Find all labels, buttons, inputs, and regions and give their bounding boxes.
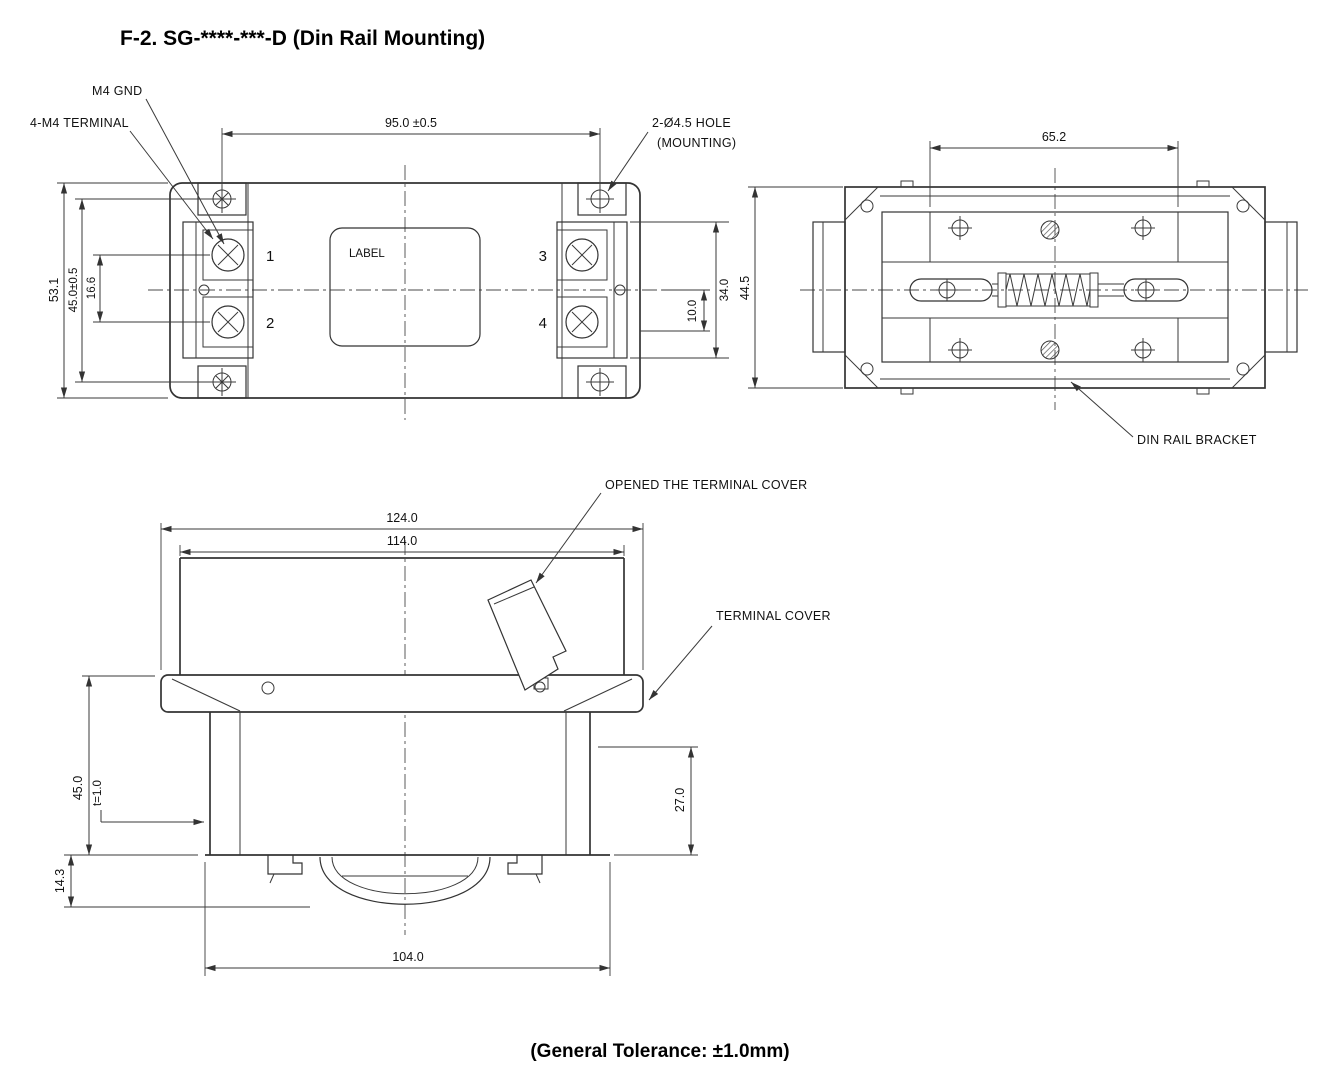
terminal-cover-label: TERMINAL COVER — [716, 609, 831, 623]
terminal-number-1: 1 — [266, 248, 274, 265]
top-view: 1 2 3 4 LABEL 95.0 ±0.5 53.1 45.0±0 — [30, 84, 736, 420]
callout-opened-cover: OPENED THE TERMINAL COVER — [535, 478, 807, 584]
terminal-screw-4 — [565, 305, 599, 339]
mounting-hole-top-right — [577, 182, 627, 216]
dim-bracket-height-44: 44.5 — [738, 186, 843, 389]
dim-27-label: 27.0 — [673, 788, 687, 812]
dim-34-label: 34.0 — [719, 279, 731, 301]
callout-din-rail-bracket: DIN RAIL BRACKET — [1070, 381, 1257, 447]
mounting-hole-bottom-right — [577, 365, 627, 399]
dim-hole-spacing-45: 45.0±0.5 — [68, 198, 212, 383]
pivot-left — [198, 284, 210, 296]
dim-45-label: 45.0±0.5 — [68, 268, 80, 313]
dim-height-45: 45.0 — [64, 675, 198, 856]
inner-frame — [881, 211, 1229, 363]
dim-14-label: 14.3 — [53, 869, 67, 893]
m4-gnd-label: M4 GND — [92, 84, 142, 98]
mounting-hole-label-line1: 2-Ø4.5 HOLE — [652, 116, 731, 130]
callout-terminal-cover: TERMINAL COVER — [648, 609, 831, 701]
dim-base-width-104: 104.0 — [204, 862, 611, 976]
terminal-screw-1 — [211, 238, 245, 272]
dim-bracket-width-65: 65.2 — [929, 130, 1179, 207]
dim-104-label: 104.0 — [392, 950, 423, 964]
mounting-hole-label-line2: (MOUNTING) — [657, 136, 736, 150]
label-plate-text: LABEL — [349, 248, 385, 260]
device-body — [169, 182, 641, 399]
dim-terminal-pitch-16: 16.6 — [86, 254, 210, 323]
din-rail-spring — [909, 272, 1189, 308]
dim-body-width-114: 114.0 — [179, 534, 625, 556]
tolerance-note: (General Tolerance: ±1.0mm) — [530, 1041, 789, 1062]
dim-124-label: 124.0 — [386, 511, 417, 525]
din-rail-bracket-label: DIN RAIL BRACKET — [1137, 433, 1257, 447]
dim-44-label: 44.5 — [738, 276, 752, 300]
callout-m4-terminal: 4-M4 TERMINAL — [30, 116, 214, 240]
rivet-top — [1040, 220, 1060, 240]
cover-hinge-left — [261, 681, 275, 695]
terminal-cover-band — [160, 674, 644, 713]
side-view: 124.0 114.0 45.0 t=1.0 14.3 — [53, 478, 831, 976]
upper-body — [179, 557, 625, 675]
bottom-view: 65.2 44.5 DIN RAIL BRACKET — [738, 130, 1308, 447]
terminal-number-2: 2 — [266, 315, 274, 332]
dim-block-height-34: 34.0 — [630, 221, 731, 359]
dim-t1-label: t=1.0 — [92, 780, 104, 806]
flange-right — [1264, 221, 1298, 353]
terminal-number-3: 3 — [539, 248, 547, 265]
callout-m4-gnd: M4 GND — [92, 84, 225, 245]
label-plate: LABEL — [329, 227, 481, 347]
cover-hinge-right — [534, 681, 546, 693]
page-title: F-2. SG-****-***-D (Din Rail Mounting) — [120, 27, 485, 50]
dim-height-53: 53.1 — [47, 182, 168, 399]
dim-65-label: 65.2 — [1042, 130, 1066, 144]
dim-10-label: 10.0 — [687, 300, 699, 322]
terminal-screw-3 — [565, 238, 599, 272]
lower-body — [205, 712, 610, 856]
dim-45-side-label: 45.0 — [71, 776, 85, 800]
terminal-block-right — [556, 221, 628, 359]
dim-cover-height-27: 27.0 — [598, 746, 698, 856]
dim-offset-10: 10.0 — [640, 289, 710, 332]
terminal-screw-2 — [211, 305, 245, 339]
opened-cover-flap — [487, 579, 567, 691]
dim-thickness-t1: t=1.0 — [92, 780, 204, 826]
dim-95-label: 95.0 ±0.5 — [385, 116, 437, 130]
dim-53-label: 53.1 — [47, 278, 61, 302]
terminal-number-4: 4 — [539, 315, 547, 332]
dim-overall-width-124: 124.0 — [160, 511, 644, 670]
din-rail-clamp — [267, 855, 543, 905]
m4-terminal-label: 4-M4 TERMINAL — [30, 116, 129, 130]
rivet-bottom — [1040, 340, 1060, 360]
dim-width-95: 95.0 ±0.5 — [221, 116, 601, 190]
flange-left — [812, 221, 846, 353]
dim-bracket-height-14: 14.3 — [53, 855, 310, 908]
spring-coil — [1005, 273, 1091, 307]
dim-114-label: 114.0 — [387, 534, 417, 548]
opened-cover-label: OPENED THE TERMINAL COVER — [605, 478, 807, 492]
pivot-right — [614, 284, 626, 296]
callout-mounting-hole: 2-Ø4.5 HOLE (MOUNTING) — [607, 116, 736, 192]
dim-16-label: 16.6 — [86, 277, 98, 299]
bracket-screws — [948, 216, 1155, 362]
